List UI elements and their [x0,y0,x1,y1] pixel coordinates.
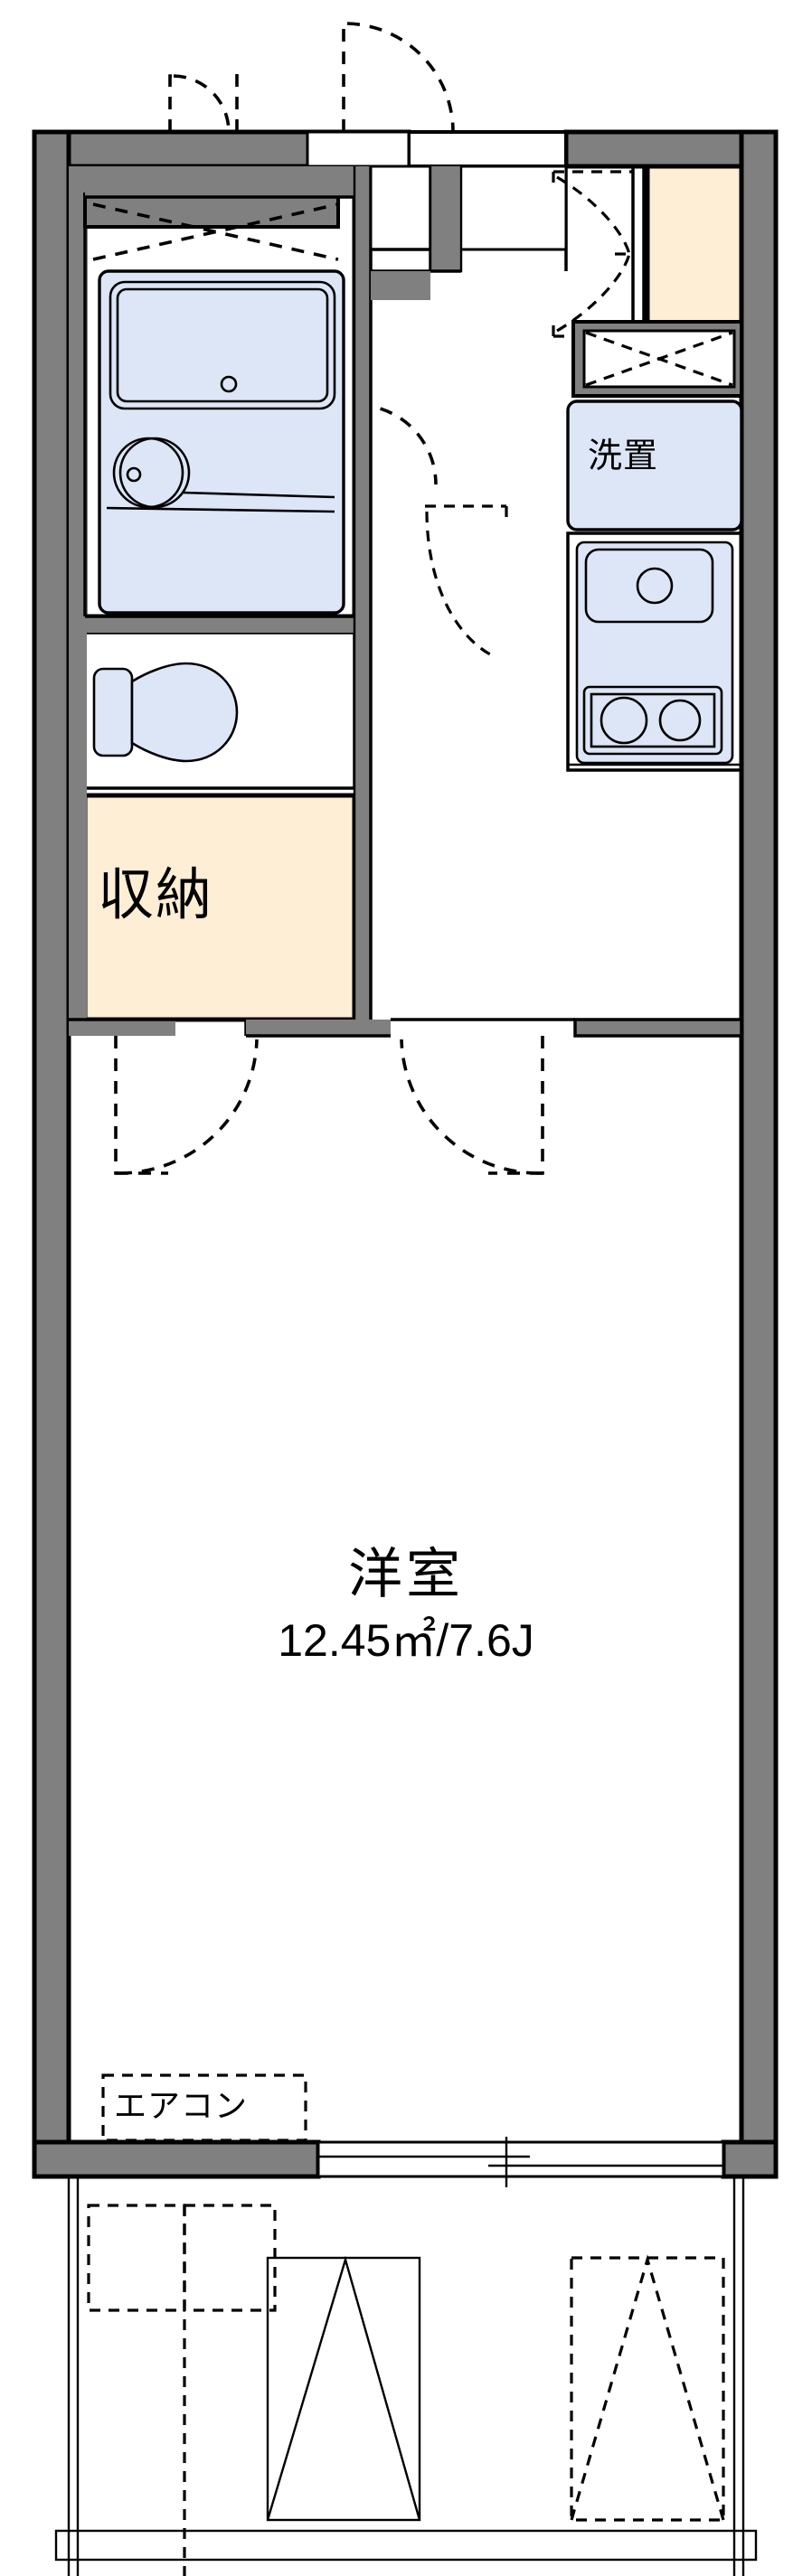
hall-to-room-wall [69,1018,743,1038]
room-door-swing-left [114,1036,259,1175]
interior-partition-right-bath [353,166,373,788]
upper-door-swing-small [168,74,231,133]
entrance-door-opening [306,130,568,168]
aircon-label: エアコン [114,2087,249,2124]
main-room [67,1036,743,2142]
storage-label: 収納 [98,864,214,926]
balcony [54,2178,758,2576]
toilet-room [69,615,356,790]
sliding-window [316,2137,725,2187]
aircon-marker [101,2073,307,2142]
kitchen-door-swing [425,504,508,656]
kitchen-counter [566,531,743,772]
storage-closet [69,788,371,1027]
laundry-area [566,400,743,531]
entrance-door-swing [342,22,455,133]
entrance-hall [369,165,568,1027]
laundry-label: 洗置 [588,437,659,475]
main-room-area-label: 12.45㎡/7.6J [278,1615,534,1666]
room-door-swing-right [400,1036,544,1175]
washer-alcove [571,320,743,398]
main-room-label: 洋室 [348,1544,464,1604]
shoe-box [631,164,744,341]
unit-bath-room [69,166,357,619]
